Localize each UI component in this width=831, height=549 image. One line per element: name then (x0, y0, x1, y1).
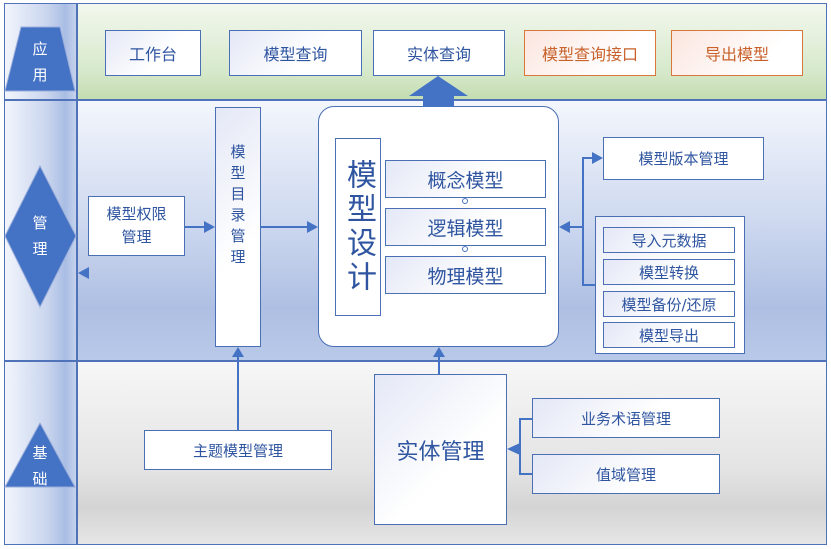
trapezoid-shape (4, 26, 76, 92)
workbench-label: 工作台 (128, 45, 177, 64)
lane-label-application: 应用 (32, 40, 48, 84)
subject-model-box[interactable]: 主题模型管理 (144, 430, 332, 470)
model-design-title: 模型设计 (341, 159, 376, 295)
model-query-api-box[interactable]: 模型查询接口 (524, 30, 656, 76)
model-catalog-label: 模型目录管理 (228, 144, 247, 270)
model-conversion-box[interactable]: 模型转换 (603, 259, 735, 285)
physical-model-label: 物理模型 (427, 265, 504, 288)
subject-model-label: 主题模型管理 (192, 441, 283, 460)
model-version-label: 模型版本管理 (638, 150, 729, 168)
conceptual-model-label: 概念模型 (427, 169, 504, 192)
entity-management-box[interactable]: 实体管理 (374, 374, 507, 525)
workbench-box[interactable]: 工作台 (105, 30, 201, 76)
model-query-api-label: 模型查询接口 (541, 45, 638, 64)
export-model-label: 导出模型 (704, 45, 769, 64)
model-export-label: 模型导出 (638, 326, 699, 345)
business-glossary-label: 业务术语管理 (580, 409, 671, 428)
entity-query-label: 实体查询 (406, 45, 471, 64)
diamond-shape (4, 164, 77, 309)
model-design-title-box: 模型设计 (335, 138, 381, 316)
logical-model-box[interactable]: 逻辑模型 (385, 208, 546, 246)
triangle-shape (4, 421, 76, 488)
model-backup-restore-label: 模型备份/还原 (621, 295, 717, 314)
export-model-box[interactable]: 导出模型 (671, 30, 803, 76)
import-metadata-label: 导入元数据 (631, 231, 707, 250)
model-export-box[interactable]: 模型导出 (603, 322, 735, 348)
entity-query-box[interactable]: 实体查询 (373, 30, 505, 76)
lane-label-foundation: 基础 (32, 444, 48, 488)
business-glossary-box[interactable]: 业务术语管理 (532, 398, 720, 438)
model-query-label: 模型查询 (263, 45, 328, 64)
model-conversion-label: 模型转换 (638, 263, 699, 282)
value-domain-box[interactable]: 值域管理 (532, 454, 720, 494)
import-metadata-box[interactable]: 导入元数据 (603, 227, 735, 253)
model-permission-label: 模型权限管理 (106, 205, 167, 246)
model-permission-box[interactable]: 模型权限管理 (88, 196, 185, 256)
model-catalog-box[interactable]: 模型目录管理 (215, 107, 261, 347)
model-backup-restore-box[interactable]: 模型备份/还原 (603, 291, 735, 317)
physical-model-box[interactable]: 物理模型 (385, 256, 546, 294)
lane-label-management: 管理 (32, 214, 48, 258)
conceptual-model-box[interactable]: 概念模型 (385, 160, 546, 198)
model-version-box[interactable]: 模型版本管理 (603, 137, 764, 180)
model-query-box[interactable]: 模型查询 (229, 30, 362, 76)
value-domain-label: 值域管理 (595, 465, 656, 484)
entity-management-label: 实体管理 (396, 439, 485, 465)
logical-model-label: 逻辑模型 (427, 217, 504, 240)
